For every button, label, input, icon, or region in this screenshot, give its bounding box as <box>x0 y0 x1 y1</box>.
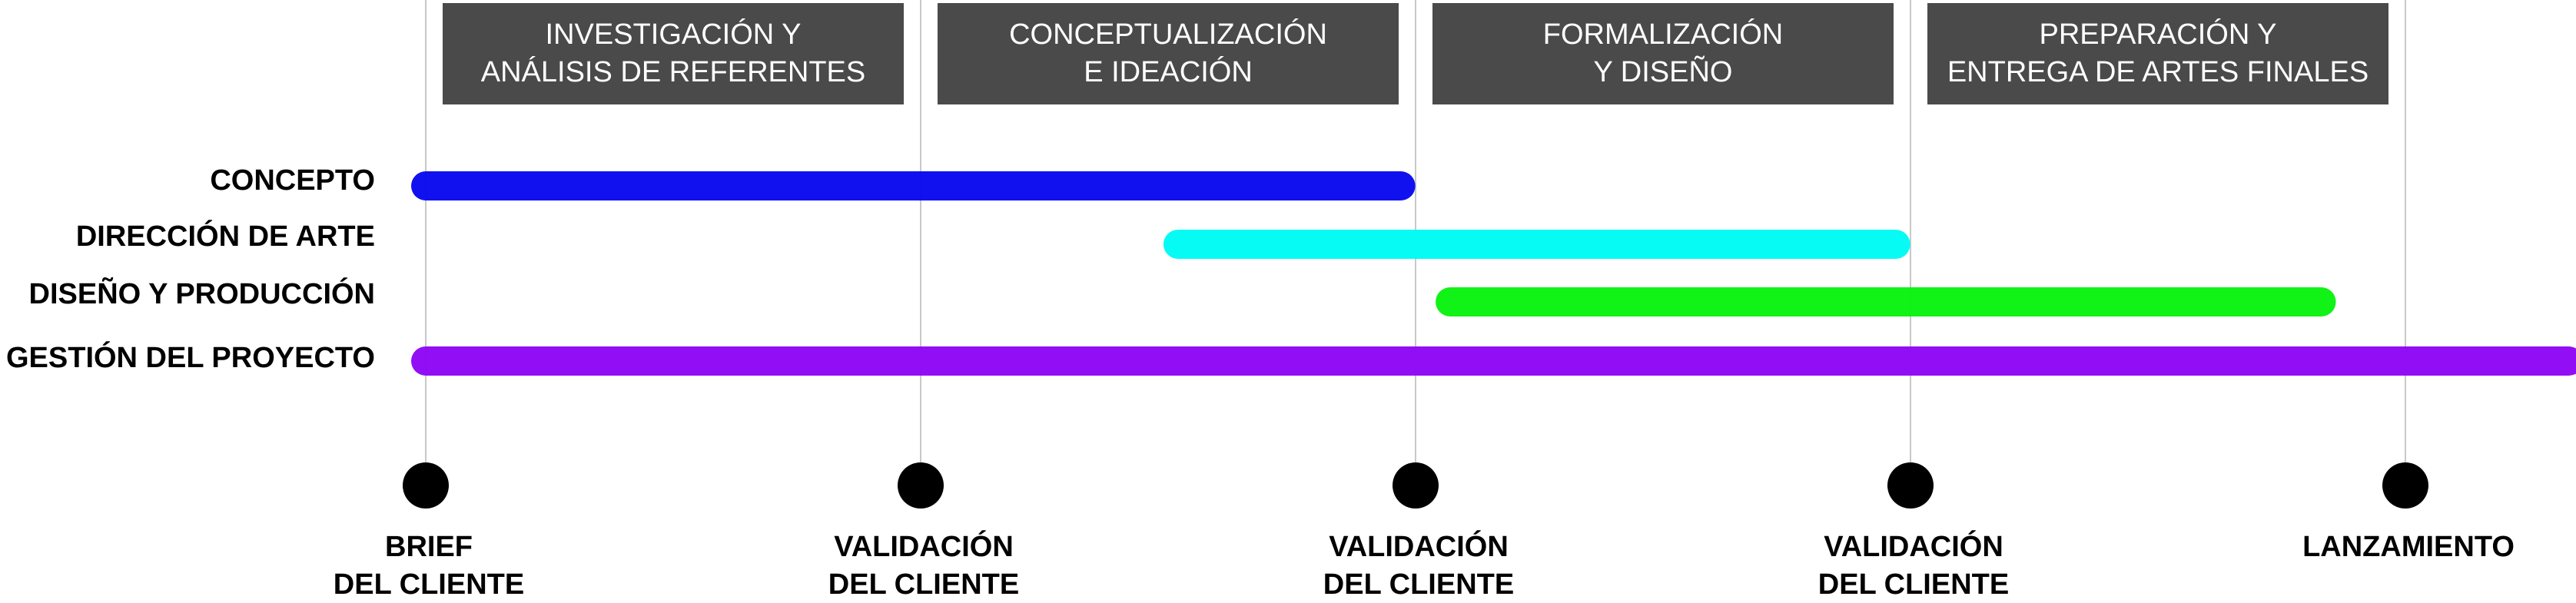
milestone: BRIEF DEL CLIENTE <box>334 462 524 601</box>
workstream-label: DIRECCIÓN DE ARTE <box>76 219 375 253</box>
phase-box: FORMALIZACIÓN Y DISEÑO <box>1432 3 1894 104</box>
phase-box-bg <box>938 3 1399 104</box>
milestone-label-line2: DEL CLIENTE <box>1818 568 2009 601</box>
phase-title-line1: CONCEPTUALIZACIÓN <box>1009 18 1327 51</box>
milestone: VALIDACIÓN DEL CLIENTE <box>1323 462 1514 601</box>
milestone: VALIDACIÓN DEL CLIENTE <box>828 462 1019 601</box>
milestone: LANZAMIENTO <box>2302 462 2515 563</box>
phase-title-line2: Y DISEÑO <box>1594 55 1733 88</box>
phase-box-bg <box>443 3 904 104</box>
milestone-label-line1: BRIEF <box>385 531 473 563</box>
workstream-label: GESTIÓN DEL PROYECTO <box>6 340 375 374</box>
phase-box: PREPARACIÓN Y ENTREGA DE ARTES FINALES <box>1927 3 2388 104</box>
milestone: VALIDACIÓN DEL CLIENTE <box>1818 462 2009 601</box>
milestone-dot <box>898 462 944 509</box>
milestone-label-line2: DEL CLIENTE <box>828 568 1019 601</box>
phase-box-bg <box>1927 3 2388 104</box>
phase-title-line1: PREPARACIÓN Y <box>2039 18 2276 51</box>
milestone-label-line1: LANZAMIENTO <box>2302 531 2515 563</box>
phase-title-line2: ENTREGA DE ARTES FINALES <box>1947 56 2369 88</box>
milestone-dot <box>1393 462 1439 509</box>
phase-box: INVESTIGACIÓN Y ANÁLISIS DE REFERENTES <box>443 3 904 104</box>
phase-title-line2: ANÁLISIS DE REFERENTES <box>481 55 865 88</box>
workstream-labels: CONCEPTO DIRECCIÓN DE ARTE DISEÑO Y PRODUC… <box>6 164 375 374</box>
phase-title-line1: INVESTIGACIÓN Y <box>546 18 802 51</box>
phase-header-boxes: INVESTIGACIÓN Y ANÁLISIS DE REFERENTES CON… <box>443 3 2388 104</box>
milestone-dot <box>403 462 449 509</box>
milestone-label-line2: DEL CLIENTE <box>334 568 524 601</box>
phase-title-line2: E IDEACIÓN <box>1084 55 1253 88</box>
phase-title-line1: FORMALIZACIÓN <box>1543 18 1783 51</box>
milestone-label-line1: VALIDACIÓN <box>1329 529 1509 563</box>
workstream-bars <box>411 171 2576 376</box>
milestone-dot <box>1887 462 1934 509</box>
milestone-label-line2: DEL CLIENTE <box>1323 568 1514 601</box>
milestone-label-line1: VALIDACIÓN <box>834 529 1014 563</box>
phase-box: CONCEPTUALIZACIÓN E IDEACIÓN <box>938 3 1399 104</box>
workstream-label: DISEÑO Y PRODUCCIÓN <box>29 277 375 310</box>
milestone-label-line1: VALIDACIÓN <box>1824 529 2003 563</box>
workstream-label: CONCEPTO <box>210 164 375 197</box>
phase-box-bg <box>1432 3 1894 104</box>
milestone-dot <box>2382 462 2428 509</box>
